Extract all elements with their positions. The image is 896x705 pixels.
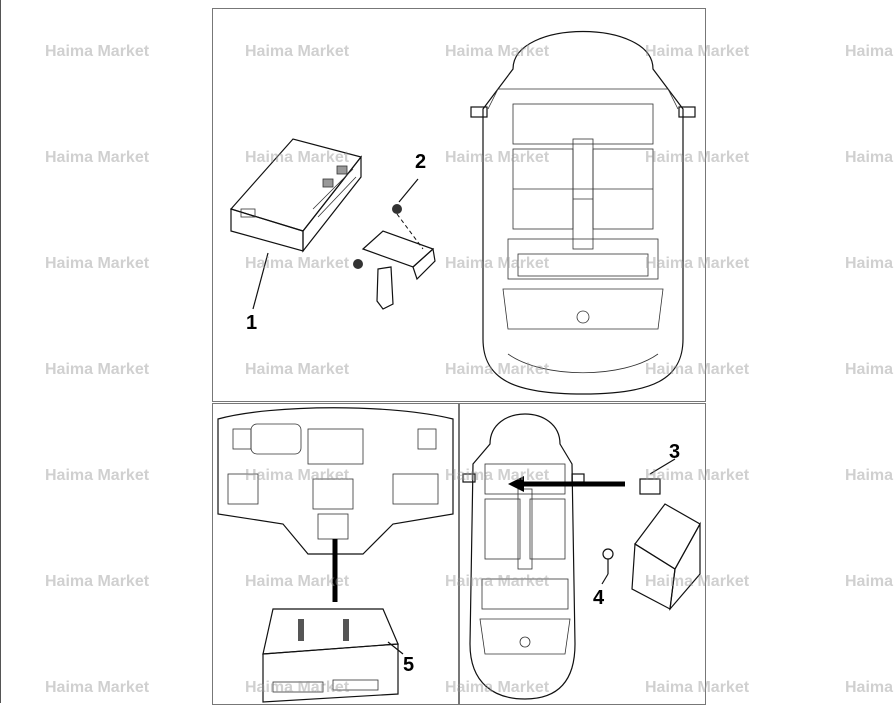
top-diagram-panel: 1 2: [212, 8, 706, 402]
car-topview-bottom: [462, 413, 585, 700]
arrowhead: [508, 476, 524, 492]
watermark: Haima Market: [845, 467, 896, 484]
callout-3: 3: [669, 441, 681, 463]
bolt-4: [601, 548, 614, 585]
watermark: Haima Market: [45, 43, 150, 60]
callout-4: 4: [593, 587, 605, 609]
control-module-5: [262, 608, 404, 703]
watermark: Haima Market: [45, 573, 150, 590]
watermark: Haima Market: [45, 679, 150, 696]
watermark: Haima Market: [845, 361, 896, 378]
watermark: Haima Market: [845, 149, 896, 166]
top-diagram-svg: [229, 30, 696, 395]
watermark: Haima Market: [845, 43, 896, 60]
dashboard-illustration: [217, 407, 454, 555]
watermark: Haima Market: [845, 255, 896, 272]
left-border: [0, 0, 1, 703]
watermark: Haima Market: [845, 679, 896, 696]
dashboard-diagram-panel: 5: [212, 403, 459, 705]
watermark: Haima Market: [45, 255, 150, 272]
callout-1: 1: [246, 312, 258, 334]
watermark: Haima Market: [45, 149, 150, 166]
car-module-svg: [462, 413, 701, 700]
control-module-1: [229, 138, 363, 310]
bracket-2: [353, 178, 436, 310]
watermark: Haima Market: [845, 573, 896, 590]
control-module-3: [631, 458, 701, 611]
car-module-diagram-panel: 3 4: [459, 403, 706, 705]
callout-5: 5: [403, 654, 415, 676]
callout-2: 2: [415, 151, 427, 173]
car-topview-top: [470, 30, 696, 395]
watermark: Haima Market: [45, 361, 150, 378]
watermark: Haima Market: [45, 467, 150, 484]
dashboard-svg: [217, 407, 454, 703]
